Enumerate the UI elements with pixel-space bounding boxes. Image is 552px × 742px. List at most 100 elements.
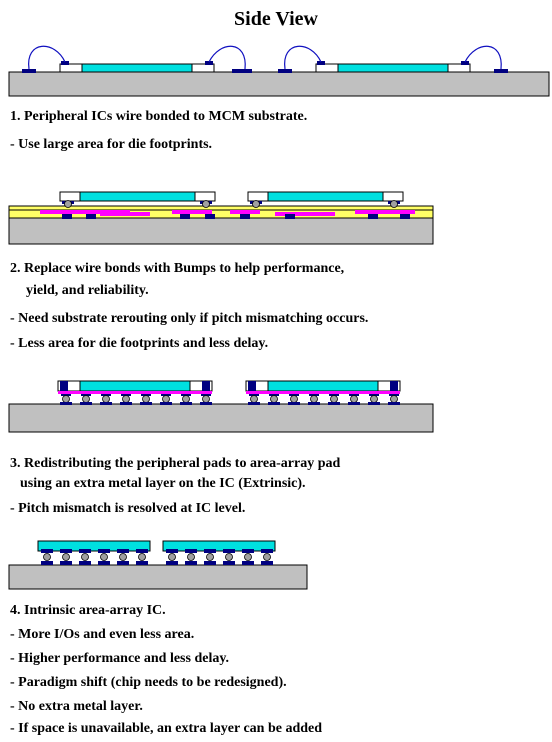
die4-pad-2-4 <box>242 549 254 553</box>
rdl-pad-2-6 <box>369 394 379 396</box>
die-1-pad-right <box>205 61 213 65</box>
bump-4-1-1 <box>62 553 70 561</box>
substrate-pad-3-2-3 <box>308 402 320 405</box>
substrate-pad-2-left <box>278 69 292 73</box>
section-2-heading: 2. Replace wire bonds with Bumps to help… <box>10 261 345 276</box>
bump-3-1-1 <box>82 395 90 403</box>
bond-wire-1-right <box>208 45 246 70</box>
section-2-bullet-1: - Need substrate rerouting only if pitch… <box>10 311 369 326</box>
bump-4-1-5 <box>138 553 146 561</box>
bump-3-2-0 <box>250 395 258 403</box>
bump-3-1-2 <box>102 395 110 403</box>
substrate-via-4 <box>240 214 250 219</box>
reroute-trace-0 <box>40 210 130 214</box>
substrate-pad-1-left <box>22 69 36 73</box>
bump-4-1-0 <box>43 553 51 561</box>
rdl-pad-2-0 <box>249 394 259 396</box>
bump-3-2-2 <box>290 395 298 403</box>
rdl-pad-2-2 <box>289 394 299 396</box>
die-2-pad-left <box>317 61 325 65</box>
redistribution-layer-2 <box>246 391 400 394</box>
substrate-3 <box>8 403 434 433</box>
substrate-pad-4-2-0 <box>166 561 178 565</box>
rdl-pad-1-5 <box>161 394 171 396</box>
rdl-pad-2-7 <box>389 394 399 396</box>
substrate-2 <box>8 217 434 245</box>
reroute-trace-3 <box>230 210 260 214</box>
die4-pad-1-0 <box>41 549 53 553</box>
reroute-trace-2 <box>172 210 212 214</box>
die2-2-right-edge <box>382 191 404 202</box>
substrate-pad-3-2-5 <box>348 402 360 405</box>
bond-wire-2-left <box>284 45 322 70</box>
bump-3-2-4 <box>330 395 338 403</box>
substrate-pad-3-2-6 <box>368 402 380 405</box>
substrate-pad-4-2-5 <box>261 561 273 565</box>
substrate-pad-3-1-3 <box>120 402 132 405</box>
rdl-pad-2-5 <box>349 394 359 396</box>
substrate-pad-3-1-7 <box>200 402 212 405</box>
substrate-via-6 <box>368 214 378 219</box>
substrate-via-1 <box>86 214 96 219</box>
substrate-pad-4-1-4 <box>117 561 129 565</box>
rdl-pad-2-1 <box>269 394 279 396</box>
section-4-bullet-4: - No extra metal layer. <box>10 699 143 714</box>
bump-4-2-5 <box>263 553 271 561</box>
die4-pad-2-0 <box>166 549 178 553</box>
section-4-bullet-1: - More I/Os and even less area. <box>10 627 195 642</box>
substrate-pad-4-2-2 <box>204 561 216 565</box>
bump-4-2-2 <box>206 553 214 561</box>
substrate-pad-3-2-2 <box>288 402 300 405</box>
section-2-bullet-2: - Less area for die footprints and less … <box>10 336 269 351</box>
reroute-trace-1 <box>100 212 150 216</box>
die-1-left-edge <box>59 63 83 73</box>
substrate-pad-4-2-3 <box>223 561 235 565</box>
die4-pad-1-1 <box>60 549 72 553</box>
rdl-pad-1-0 <box>61 394 71 396</box>
bump-4-2-4 <box>244 553 252 561</box>
section-4-bullet-5: - If space is unavailable, an extra laye… <box>10 721 323 736</box>
substrate-pad-3-2-7 <box>388 402 400 405</box>
substrate-via-3 <box>205 214 215 219</box>
substrate-pad-3-1-2 <box>100 402 112 405</box>
die3-1-pad-left <box>60 381 68 391</box>
die2-1 <box>79 191 196 202</box>
substrate-pad-3-2-1 <box>268 402 280 405</box>
bump-3-1-7 <box>202 395 210 403</box>
bump-4-1-3 <box>100 553 108 561</box>
die2-1-right-edge <box>194 191 216 202</box>
bump-3-1-3 <box>122 395 130 403</box>
bump-3-1-4 <box>142 395 150 403</box>
substrate-pad-4-1-0 <box>41 561 53 565</box>
rdl-pad-1-3 <box>121 394 131 396</box>
section-4-bullet-2: - Higher performance and less delay. <box>10 651 230 666</box>
bump-4-2-0 <box>168 553 176 561</box>
substrate-via-7 <box>400 214 410 219</box>
die-1-pad-left <box>61 61 69 65</box>
die4-pad-1-2 <box>79 549 91 553</box>
die2-2 <box>267 191 384 202</box>
substrate-pad-3-1-6 <box>180 402 192 405</box>
substrate-pad-3-2-4 <box>328 402 340 405</box>
rdl-pad-1-7 <box>201 394 211 396</box>
substrate-pad-4-2-1 <box>185 561 197 565</box>
die4-pad-2-2 <box>204 549 216 553</box>
rdl-pad-2-4 <box>329 394 339 396</box>
bump-3-1-5 <box>162 395 170 403</box>
die4-pad-2-3 <box>223 549 235 553</box>
bump-3-1-0 <box>62 395 70 403</box>
die-2-left-edge <box>315 63 339 73</box>
substrate-pad-4-2-4 <box>242 561 254 565</box>
bump-3-2-1 <box>270 395 278 403</box>
die-1 <box>81 63 193 73</box>
section-1-heading: 1. Peripheral ICs wire bonded to MCM sub… <box>10 109 308 124</box>
rdl-pad-2-3 <box>309 394 319 396</box>
substrate-pad-3-1-5 <box>160 402 172 405</box>
substrate-1 <box>8 71 550 97</box>
substrate-pad-4-1-3 <box>98 561 110 565</box>
section-1-bullet-1: - Use large area for die footprints. <box>10 137 213 152</box>
reroute-trace-4 <box>275 212 335 216</box>
die3-2 <box>267 380 379 392</box>
substrate-pad-4-1-1 <box>60 561 72 565</box>
